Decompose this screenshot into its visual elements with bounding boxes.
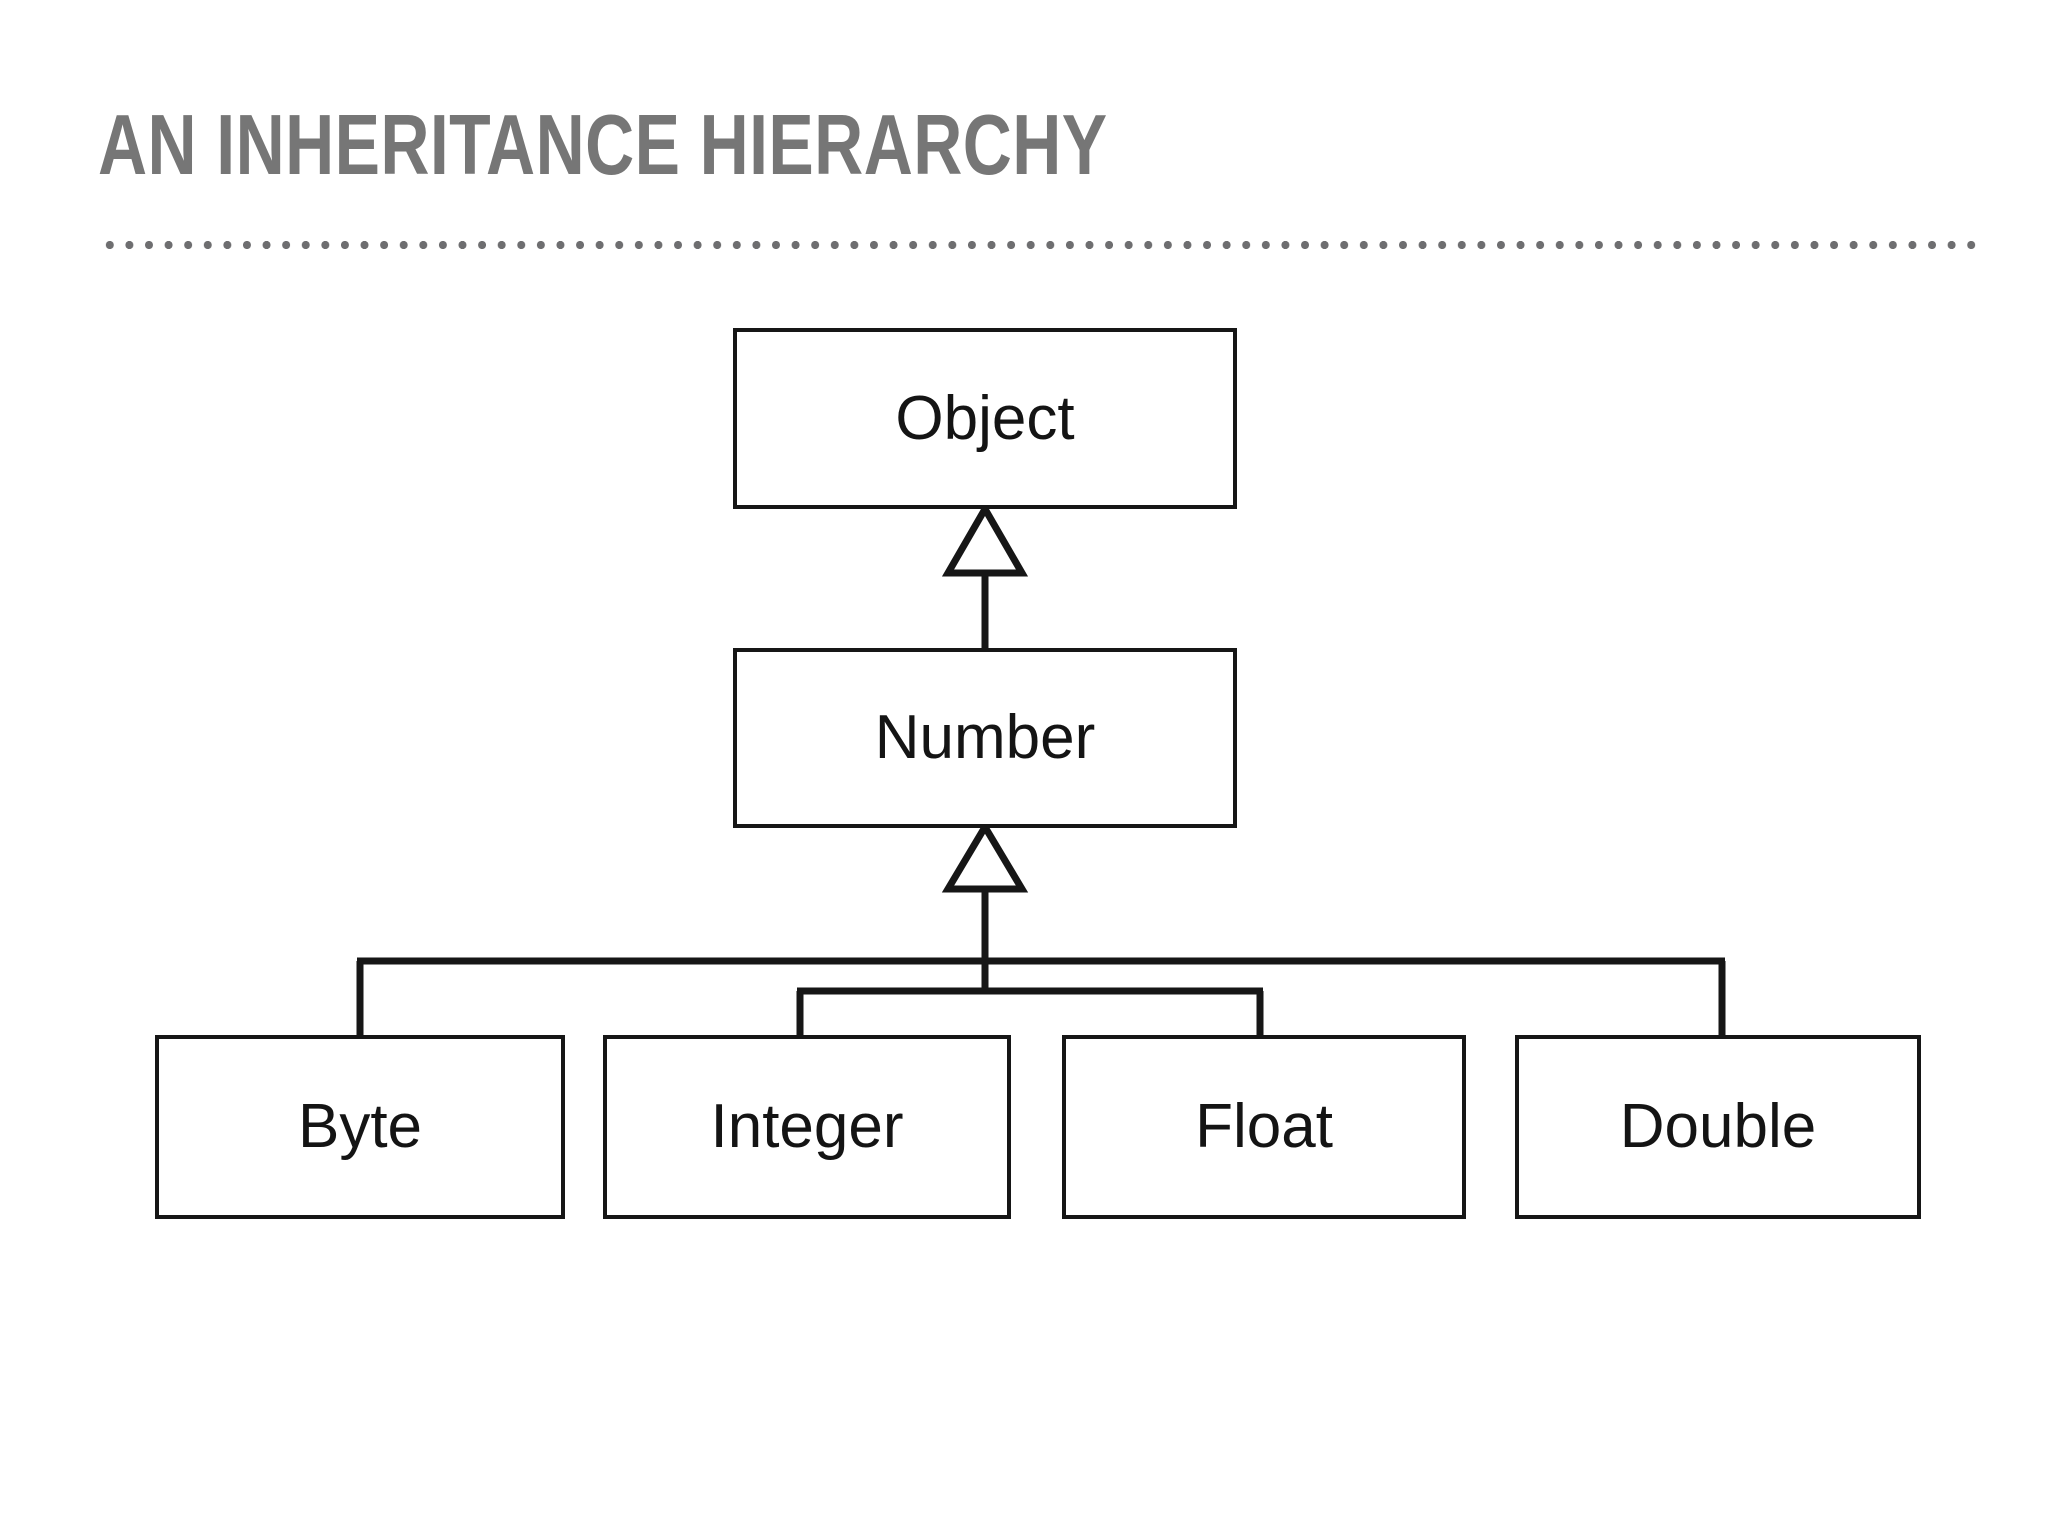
class-node-label: Double: [1619, 1092, 1817, 1161]
connector-inner-bar: [796, 987, 1264, 1037]
class-node-label: Byte: [297, 1092, 423, 1161]
generalization-edge-number-to-object: [941, 502, 1029, 648]
class-node-byte[interactable]: Byte: [155, 1035, 565, 1219]
class-node-float[interactable]: Float: [1062, 1035, 1466, 1219]
page-title: AN INHERITANCE HIERARCHY: [98, 98, 1108, 193]
connector-outer-bar: [356, 957, 1726, 1037]
class-node-label: Number: [874, 703, 1096, 772]
class-node-integer[interactable]: Integer: [603, 1035, 1011, 1219]
class-node-label: Object: [895, 383, 1075, 453]
class-node-number[interactable]: Number: [733, 648, 1237, 828]
class-node-object[interactable]: Object: [733, 328, 1237, 509]
class-node-double[interactable]: Double: [1515, 1035, 1921, 1219]
generalization-edge-children-to-number: [941, 820, 1029, 991]
class-node-label: Float: [1195, 1092, 1333, 1161]
title-divider-dotted-rule: [100, 241, 1982, 249]
class-node-label: Integer: [710, 1092, 904, 1161]
